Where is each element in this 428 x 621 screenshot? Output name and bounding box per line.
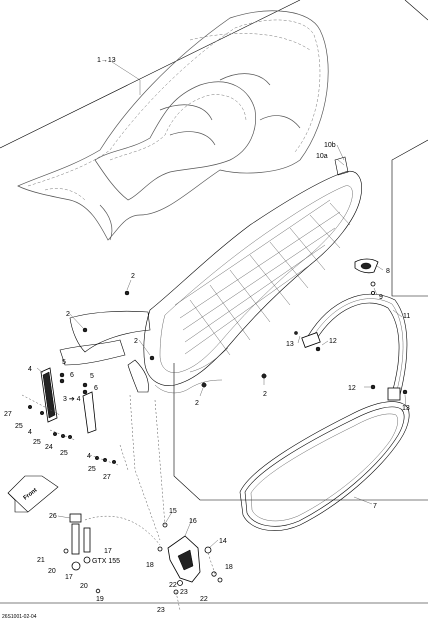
callout-4c: 4	[87, 453, 91, 460]
callout-8: 8	[386, 268, 390, 275]
callout-25d: 25	[88, 466, 96, 473]
callout-2a: 2	[131, 273, 135, 280]
callout-13a: 13	[286, 341, 294, 348]
lower-bracket-assembly	[63, 394, 223, 611]
callout-25c: 25	[60, 450, 68, 457]
callout-23a: 23	[180, 589, 188, 596]
strap-part-11	[301, 293, 408, 401]
callout-12b: 12	[348, 385, 356, 392]
callout-10b: 10b	[324, 142, 336, 149]
fasteners	[82, 290, 408, 395]
callout-9: 9	[379, 294, 383, 301]
callout-25a: 25	[15, 423, 23, 430]
latch-part-8	[354, 258, 379, 295]
callout-24: 24	[45, 444, 53, 451]
front-label: Front	[23, 487, 39, 501]
callout-6b: 6	[94, 385, 98, 392]
callout-12a: 12	[329, 338, 337, 345]
callout-5b: 5	[90, 373, 94, 380]
callout-gtx155: GTX 155	[92, 558, 120, 565]
hinge-bars	[21, 367, 129, 471]
leader-lines	[36, 61, 407, 549]
callout-3-4: 3 ➔ 4	[63, 396, 81, 403]
callout-6a: 6	[70, 372, 74, 379]
callout-19: 19	[96, 596, 104, 603]
callout-27a: 27	[4, 411, 12, 418]
callout-18b: 18	[225, 564, 233, 571]
callout-1-13: 1→13	[97, 57, 116, 64]
callout-20b: 20	[80, 583, 88, 590]
callout-16: 16	[189, 518, 197, 525]
callout-15: 15	[169, 508, 177, 515]
callout-2e: 2	[263, 391, 267, 398]
callout-11: 11	[403, 313, 410, 320]
callout-25b: 25	[33, 439, 41, 446]
callout-26: 26	[49, 513, 57, 520]
callout-4a: 4	[28, 366, 32, 373]
callout-27b: 27	[103, 474, 111, 481]
callout-21: 21	[37, 557, 45, 564]
callout-7: 7	[373, 503, 377, 510]
callout-2c: 2	[134, 338, 138, 345]
callout-2d: 2	[195, 400, 199, 407]
callout-17a: 17	[104, 548, 112, 555]
front-direction-indicator: Front	[7, 475, 59, 513]
callout-5a: 5	[62, 359, 66, 366]
callout-18a: 18	[146, 562, 154, 569]
callout-17b: 17	[65, 574, 73, 581]
seal-part-7	[239, 401, 410, 531]
callout-13b: 13	[402, 405, 410, 412]
callout-10a: 10a	[316, 153, 328, 160]
callout-labels: 1→13 10b 10a 8 9 11 12 13 12 13 2 2 2 2 …	[4, 57, 410, 614]
callout-20a: 20	[48, 568, 56, 575]
seat-cushion	[17, 10, 329, 241]
frame-lines	[0, 0, 428, 604]
callout-22b: 22	[200, 596, 208, 603]
callout-22a: 22	[169, 582, 177, 589]
callout-2b: 2	[66, 311, 70, 318]
callout-23b: 23	[157, 607, 165, 614]
drawing-code: 26S1001-02-04	[2, 614, 37, 620]
callout-4b: 4	[28, 429, 32, 436]
seat-frame	[59, 156, 362, 394]
callout-14: 14	[219, 538, 227, 545]
